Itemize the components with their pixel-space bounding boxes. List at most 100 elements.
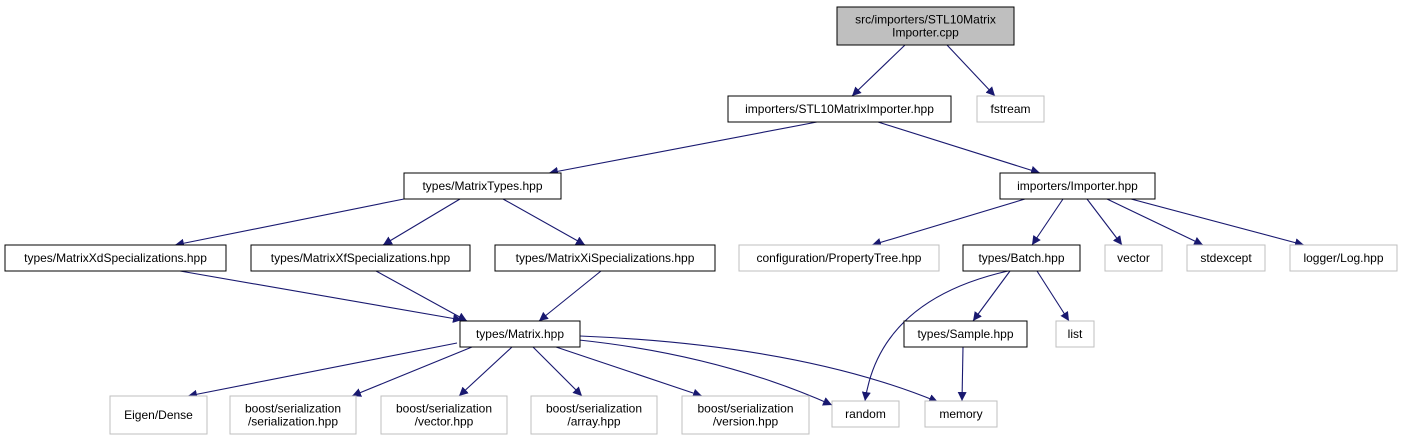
node-box xyxy=(1186,244,1266,272)
node-n17: boost/serialization/serialization.hpp xyxy=(229,395,357,435)
node-box xyxy=(1055,320,1095,348)
node-label: Eigen/Dense xyxy=(124,408,193,422)
edge-n13-to-n16 xyxy=(187,342,458,399)
node-n18: boost/serialization/vector.hpp xyxy=(380,395,508,435)
node-label: boost/serialization xyxy=(546,402,642,416)
node-label: logger/Log.hpp xyxy=(1303,251,1383,265)
node-n7[interactable]: types/MatrixXiSpecializations.hpp xyxy=(494,244,716,272)
edge-n3-to-n6 xyxy=(382,198,461,246)
node-label: types/MatrixXdSpecializations.hpp xyxy=(24,251,207,265)
node-box xyxy=(459,320,581,348)
edge-n13-to-n20 xyxy=(555,346,703,398)
edge-n7-to-n13 xyxy=(538,270,602,322)
node-label: boost/serialization xyxy=(396,402,492,416)
edge-n1-to-n3 xyxy=(548,121,818,176)
edge-n13-to-n21 xyxy=(578,339,833,406)
node-n21: random xyxy=(831,400,900,428)
edge-n13-to-n18 xyxy=(458,346,513,397)
edge-n13-to-n17 xyxy=(351,346,473,397)
edge-n3-to-n5 xyxy=(174,198,405,248)
node-n11: stdexcept xyxy=(1186,244,1266,272)
edge-n14-to-n22 xyxy=(957,346,967,402)
node-n0[interactable]: src/importers/STL10MatrixImporter.cpp xyxy=(836,6,1015,46)
node-box xyxy=(836,6,1015,46)
node-label: vector xyxy=(1117,251,1150,265)
node-box xyxy=(924,400,998,428)
node-box xyxy=(831,400,900,428)
node-box xyxy=(738,244,940,272)
node-label: types/Batch.hpp xyxy=(978,251,1064,265)
node-n20: boost/serialization/version.hpp xyxy=(681,395,810,435)
edges xyxy=(174,44,1305,406)
node-label: /version.hpp xyxy=(713,415,779,429)
node-n9[interactable]: types/Batch.hpp xyxy=(962,244,1081,272)
node-n16: Eigen/Dense xyxy=(109,395,208,435)
node-label: types/MatrixXiSpecializations.hpp xyxy=(516,251,695,265)
node-box xyxy=(109,395,208,435)
edge-n5-to-n13 xyxy=(179,270,463,323)
node-n1[interactable]: importers/STL10MatrixImporter.hpp xyxy=(727,95,952,123)
edge-n4-to-n9 xyxy=(1031,198,1064,246)
node-box xyxy=(4,244,227,272)
node-box xyxy=(999,172,1156,200)
node-label: configuration/PropertyTree.hpp xyxy=(757,251,922,265)
edge-n3-to-n7 xyxy=(502,198,586,246)
edge-n4-to-n8 xyxy=(871,198,1026,247)
edge-n4-to-n10 xyxy=(1086,198,1123,246)
node-label: /serialization.hpp xyxy=(248,415,338,429)
node-label: boost/serialization xyxy=(697,402,793,416)
edge-n13-to-n22 xyxy=(579,335,939,403)
node-label: fstream xyxy=(990,102,1030,116)
node-n5[interactable]: types/MatrixXdSpecializations.hpp xyxy=(4,244,227,272)
node-box xyxy=(681,395,810,435)
node-label: Importer.cpp xyxy=(892,26,959,40)
edge-n0-to-n2 xyxy=(946,44,996,97)
node-box xyxy=(1289,244,1398,272)
node-n8: configuration/PropertyTree.hpp xyxy=(738,244,940,272)
edge-n9-to-n14 xyxy=(972,270,1011,322)
node-box xyxy=(1104,244,1163,272)
node-label: importers/STL10MatrixImporter.hpp xyxy=(745,102,934,116)
nodes: src/importers/STL10MatrixImporter.cpp imp… xyxy=(4,6,1398,435)
node-n13[interactable]: types/Matrix.hpp xyxy=(459,320,581,348)
node-box xyxy=(403,172,562,200)
node-box xyxy=(903,320,1028,348)
node-box xyxy=(976,95,1045,123)
node-label: types/Matrix.hpp xyxy=(476,327,564,341)
node-box xyxy=(727,95,952,123)
node-n10: vector xyxy=(1104,244,1163,272)
node-n3[interactable]: types/MatrixTypes.hpp xyxy=(403,172,562,200)
node-label: types/MatrixXfSpecializations.hpp xyxy=(271,251,451,265)
edge-n4-to-n11 xyxy=(1106,198,1204,246)
node-n6[interactable]: types/MatrixXfSpecializations.hpp xyxy=(250,244,471,272)
node-label: /vector.hpp xyxy=(415,415,474,429)
edge-n4-to-n12 xyxy=(1130,198,1305,248)
node-label: src/importers/STL10Matrix xyxy=(855,13,996,27)
node-label: /array.hpp xyxy=(567,415,620,429)
edge-n6-to-n13 xyxy=(375,270,468,322)
edge-n13-to-n19 xyxy=(532,346,583,397)
node-label: types/MatrixTypes.hpp xyxy=(422,179,542,193)
node-label: stdexcept xyxy=(1200,251,1252,265)
node-n22: memory xyxy=(924,400,998,428)
edge-n9-to-n15 xyxy=(1036,270,1070,322)
node-n2: fstream xyxy=(976,95,1045,123)
node-label: types/Sample.hpp xyxy=(917,327,1013,341)
node-n4[interactable]: importers/Importer.hpp xyxy=(999,172,1156,200)
node-label: memory xyxy=(939,407,982,421)
node-n12: logger/Log.hpp xyxy=(1289,244,1398,272)
node-box xyxy=(530,395,658,435)
node-box xyxy=(250,244,471,272)
node-n14[interactable]: types/Sample.hpp xyxy=(903,320,1028,348)
node-box xyxy=(962,244,1081,272)
node-label: list xyxy=(1068,327,1083,341)
edge-n9-to-n21 xyxy=(861,270,1009,402)
node-n15: list xyxy=(1055,320,1095,348)
node-label: random xyxy=(845,407,886,421)
node-box xyxy=(494,244,716,272)
node-label: boost/serialization xyxy=(245,402,341,416)
node-box xyxy=(380,395,508,435)
node-box xyxy=(229,395,357,435)
node-n19: boost/serialization/array.hpp xyxy=(530,395,658,435)
